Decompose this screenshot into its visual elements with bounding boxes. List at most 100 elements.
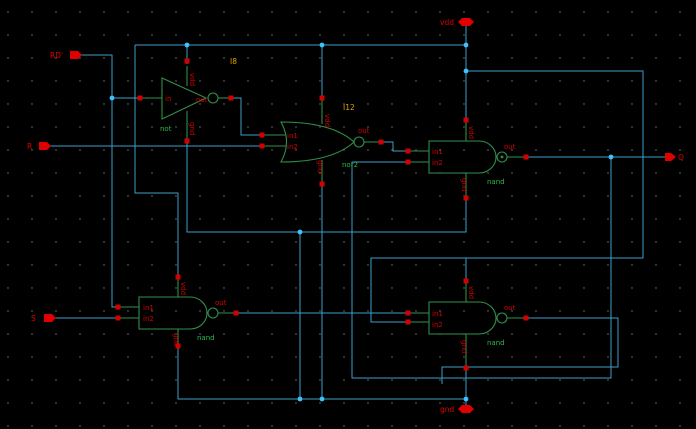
grid-dot bbox=[583, 218, 585, 220]
pin-square[interactable] bbox=[259, 143, 265, 149]
grid-dot bbox=[79, 195, 81, 197]
pin-square[interactable] bbox=[184, 58, 190, 64]
grid-dot bbox=[511, 34, 513, 36]
grid-dot bbox=[31, 172, 33, 174]
wire-not-out[interactable] bbox=[231, 97, 262, 136]
grid-dot bbox=[439, 126, 441, 128]
port-vdd-label: vdd bbox=[440, 18, 454, 27]
wire-nor-out[interactable] bbox=[381, 141, 408, 152]
grid-dot bbox=[7, 172, 9, 174]
grid-dot bbox=[655, 195, 657, 197]
grid-dot bbox=[583, 310, 585, 312]
nor-gate[interactable]: in1 in2 out vdd gnd nor2 I12 bbox=[262, 98, 381, 184]
grid-dot bbox=[31, 57, 33, 59]
grid-dot bbox=[79, 172, 81, 174]
nand-right-gate[interactable]: in1 in2 out vdd gnd nand bbox=[408, 281, 526, 368]
pin-square[interactable] bbox=[184, 138, 190, 144]
grid-dot bbox=[271, 103, 273, 105]
wire-vdd-nand-right[interactable] bbox=[370, 70, 644, 323]
port-vdd[interactable]: vdd bbox=[440, 18, 474, 27]
wire-nand-right-out[interactable] bbox=[441, 317, 619, 384]
nand-left-gate[interactable]: in1 in2 out vdd gnd nand bbox=[118, 277, 236, 346]
grid-dot bbox=[535, 356, 537, 358]
grid-dot bbox=[55, 57, 57, 59]
nand-top-gate[interactable]: in1 in2 out vdd gnd nand bbox=[408, 120, 526, 198]
pin-square[interactable] bbox=[115, 304, 121, 310]
grid-dot bbox=[631, 195, 633, 197]
pin-square[interactable] bbox=[378, 139, 384, 145]
grid-dot bbox=[655, 34, 657, 36]
grid-dot bbox=[79, 310, 81, 312]
pin-square[interactable] bbox=[523, 315, 529, 321]
grid-dot bbox=[127, 172, 129, 174]
grid-dot bbox=[439, 11, 441, 13]
pin-square[interactable] bbox=[405, 148, 411, 154]
pin-square[interactable] bbox=[175, 343, 181, 349]
pin-square[interactable] bbox=[463, 365, 469, 371]
port-s-label: S bbox=[31, 314, 36, 323]
grid-dot bbox=[55, 287, 57, 289]
wire-rd[interactable] bbox=[78, 54, 118, 308]
pin-square[interactable] bbox=[463, 117, 469, 123]
wire-vdd-rail[interactable] bbox=[135, 22, 467, 46]
not-gate[interactable]: in out vdd gnd not I8 bbox=[140, 57, 237, 140]
pin-square[interactable] bbox=[319, 181, 325, 187]
wire-gnd-not-loop[interactable] bbox=[186, 141, 467, 233]
pin-square[interactable] bbox=[233, 310, 239, 316]
grid-dot bbox=[463, 264, 465, 266]
grid-dot bbox=[103, 402, 105, 404]
pin-square[interactable] bbox=[115, 315, 121, 321]
grid-dot bbox=[199, 425, 201, 427]
grid-dot bbox=[559, 356, 561, 358]
grid-dot bbox=[271, 34, 273, 36]
grid-dot bbox=[7, 379, 9, 381]
grid-dot bbox=[7, 103, 9, 105]
grid-dot bbox=[391, 126, 393, 128]
grid-dot bbox=[559, 218, 561, 220]
wire-vdd-nand-left[interactable] bbox=[134, 45, 179, 277]
grid-dot bbox=[319, 103, 321, 105]
port-r[interactable]: R bbox=[27, 142, 51, 151]
pin-square[interactable] bbox=[259, 132, 265, 138]
grid-dot bbox=[199, 34, 201, 36]
wire-q-feedback[interactable] bbox=[351, 157, 612, 379]
port-gnd[interactable]: gnd bbox=[440, 405, 474, 414]
grid-dot bbox=[319, 310, 321, 312]
pin-square[interactable] bbox=[405, 319, 411, 325]
grid-dot bbox=[535, 57, 537, 59]
pin-square[interactable] bbox=[137, 95, 143, 101]
pin-square[interactable] bbox=[228, 95, 234, 101]
grid-dot bbox=[511, 149, 513, 151]
grid-dot bbox=[55, 402, 57, 404]
grid-dot bbox=[535, 34, 537, 36]
pin-square[interactable] bbox=[405, 310, 411, 316]
grid-dot bbox=[319, 264, 321, 266]
pin-square[interactable] bbox=[319, 95, 325, 101]
grid-dot bbox=[7, 11, 9, 13]
pin-square[interactable] bbox=[405, 159, 411, 165]
grid-dot bbox=[247, 310, 249, 312]
port-q[interactable]: Q bbox=[665, 153, 684, 162]
grid-dot bbox=[535, 126, 537, 128]
port-rd[interactable]: RD' bbox=[50, 51, 82, 60]
pin-square[interactable] bbox=[463, 278, 469, 284]
grid-dot bbox=[415, 126, 417, 128]
grid-dot bbox=[391, 218, 393, 220]
wires[interactable] bbox=[47, 22, 665, 409]
grid-dot bbox=[439, 80, 441, 82]
pin-square[interactable] bbox=[175, 274, 181, 280]
pin-square[interactable] bbox=[523, 154, 529, 160]
grid-dot bbox=[199, 126, 201, 128]
grid-dot bbox=[151, 264, 153, 266]
port-s[interactable]: S bbox=[31, 314, 56, 323]
grid-dot bbox=[487, 425, 489, 427]
grid-dot bbox=[559, 103, 561, 105]
grid-dot bbox=[679, 425, 681, 427]
grid-dot bbox=[295, 103, 297, 105]
wire-gnd-rail[interactable] bbox=[177, 346, 467, 409]
grid-dot bbox=[535, 241, 537, 243]
grid-dot bbox=[55, 11, 57, 13]
pin-square[interactable] bbox=[463, 195, 469, 201]
